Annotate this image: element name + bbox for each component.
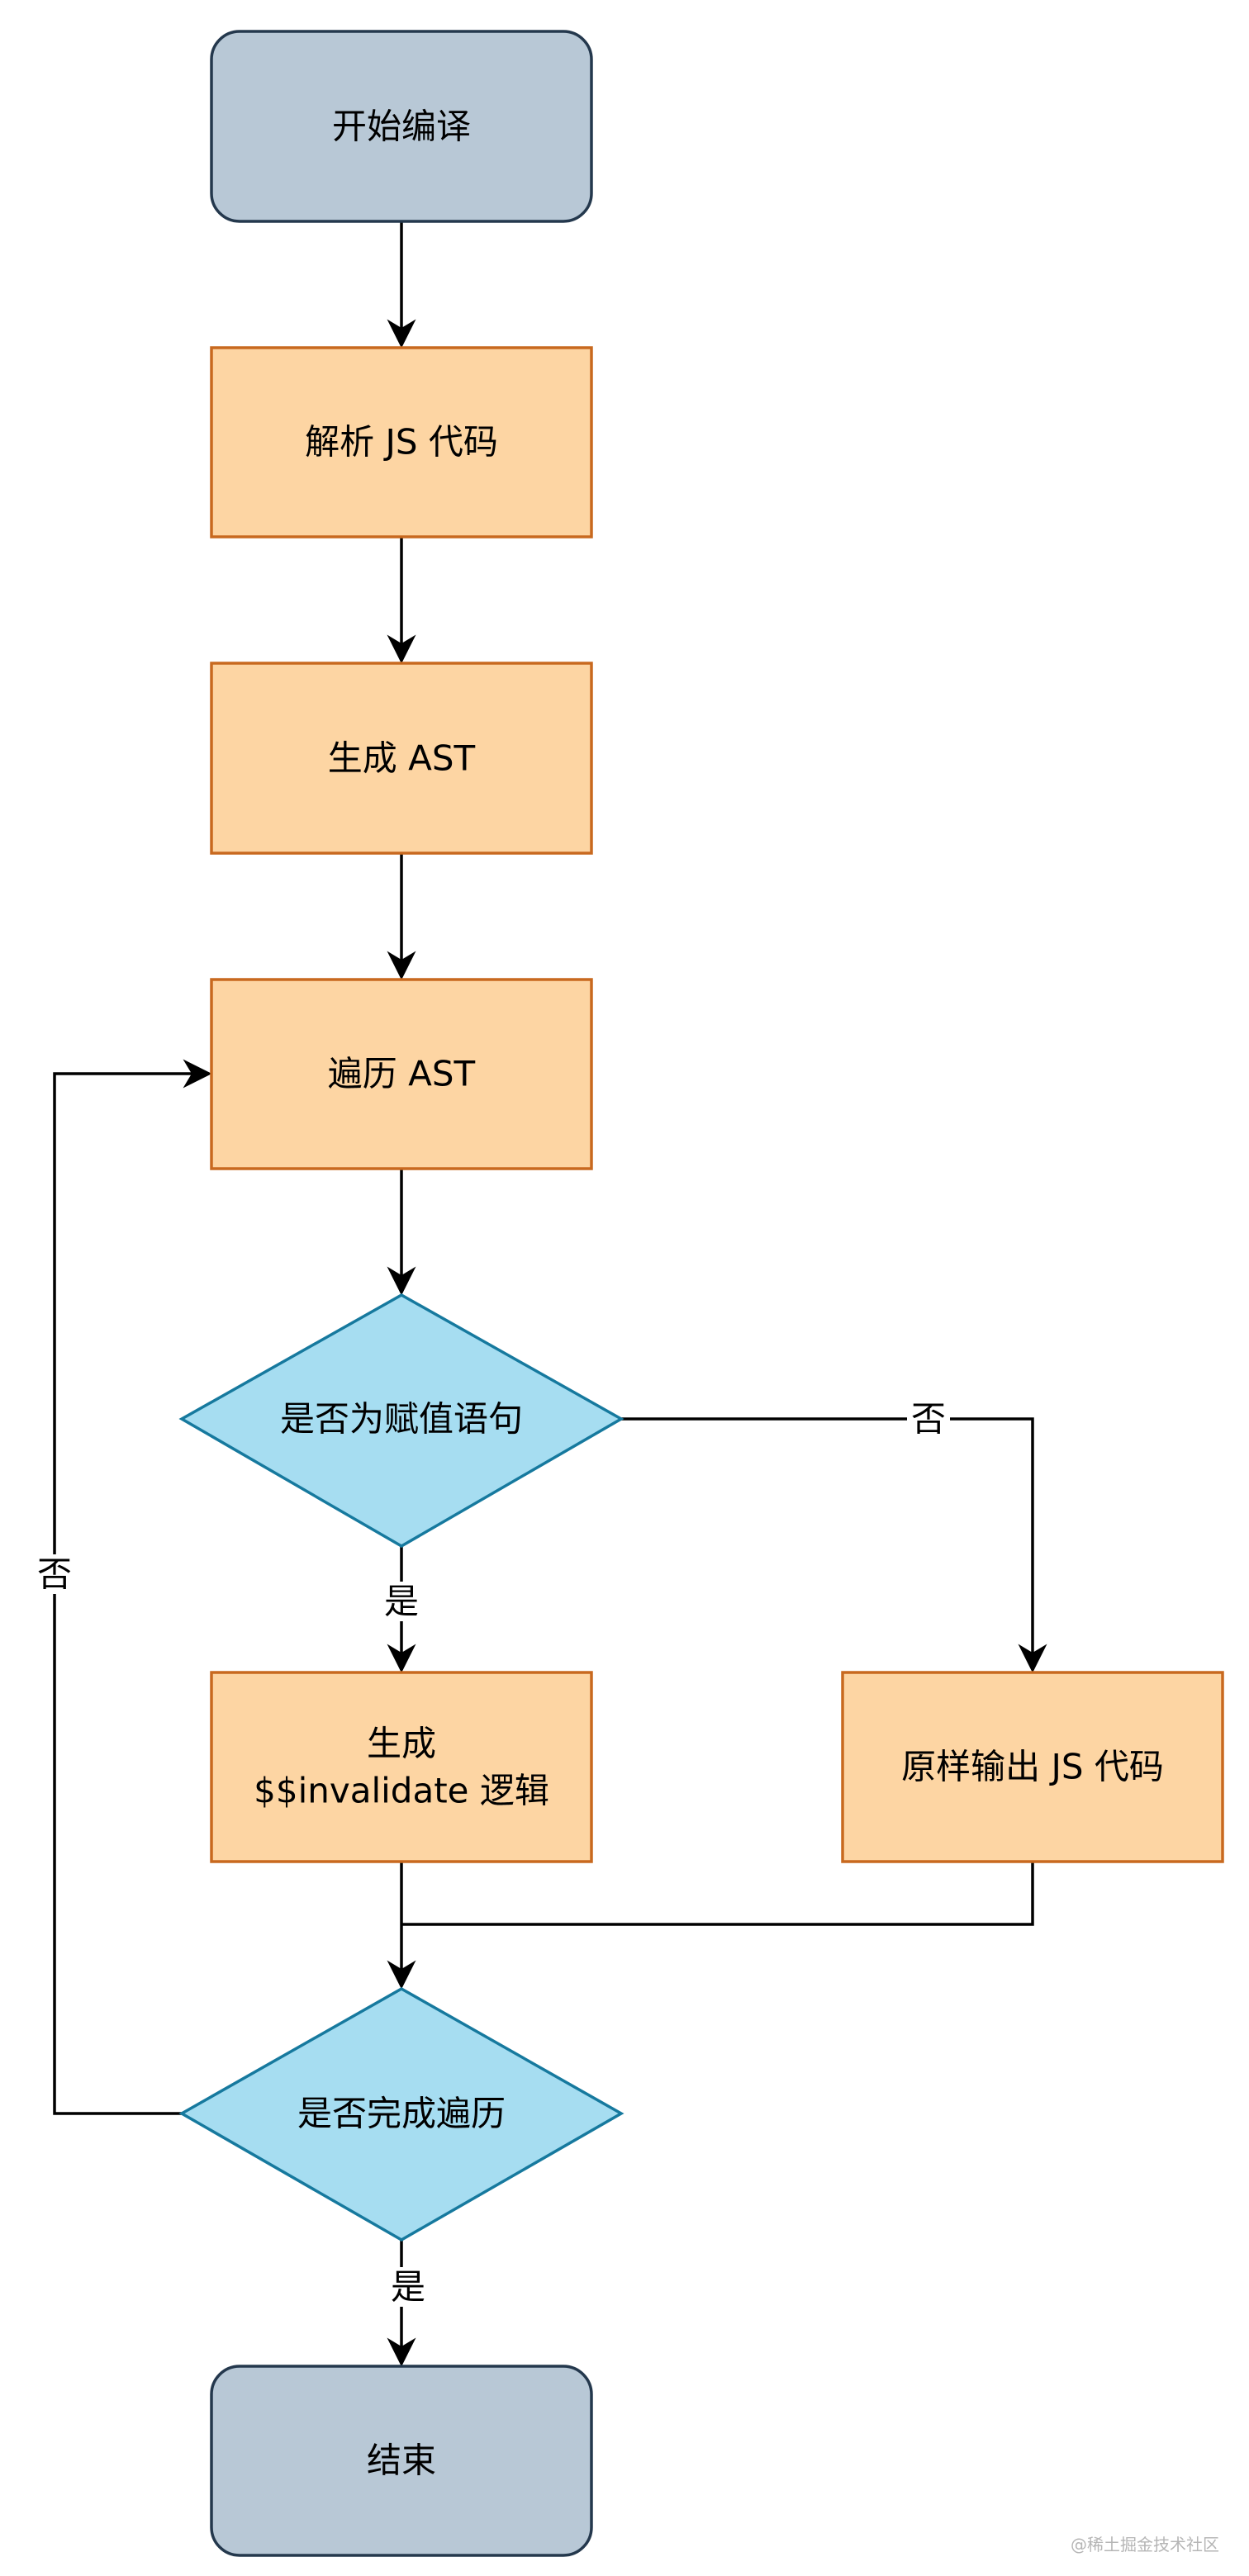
node-output-js-label: 原样输出 JS 代码 [901,1747,1164,1787]
edge-label-done-yes: 是 [391,2267,425,2308]
edge-output-js-to-merge [401,1862,1034,1926]
node-gen-ast: 生成 AST [210,662,593,855]
node-gen-invalidate-label-line1: 生成 [367,1724,436,1764]
edge-label-assign-no: 否 [911,1399,946,1440]
node-gen-ast-label: 生成 AST [328,738,476,779]
node-parse-js-label: 解析 JS 代码 [305,422,498,463]
node-gen-invalidate: 生成 $$invalidate 逻辑 [210,1671,593,1863]
node-is-done: 是否完成遍历 [178,1986,624,2242]
node-end: 结束 [210,2365,593,2557]
edge-is-assign-no [621,1417,1047,1673]
node-traverse-ast-label: 遍历 AST [328,1054,476,1094]
node-is-assignment-label: 是否为赋值语句 [280,1399,523,1440]
node-start-label: 开始编译 [332,107,471,147]
node-output-js: 原样输出 JS 代码 [841,1671,1224,1863]
node-is-done-label: 是否完成遍历 [297,2094,506,2134]
node-is-assignment: 是否为赋值语句 [178,1293,624,1549]
connectors [53,221,1047,2367]
node-gen-invalidate-label-line2: $$invalidate 逻辑 [254,1771,549,1811]
node-traverse-ast: 遍历 AST [210,978,593,1170]
edge-label-done-no: 否 [37,1554,72,1595]
node-start: 开始编译 [210,30,593,223]
watermark: @稀土掘金技术社区 [1071,2535,1219,2555]
edge-is-done-no-loop [53,1059,212,2115]
node-parse-js: 解析 JS 代码 [210,346,593,538]
node-end-label: 结束 [367,2441,436,2481]
edge-label-assign-yes: 是 [384,1582,419,1622]
